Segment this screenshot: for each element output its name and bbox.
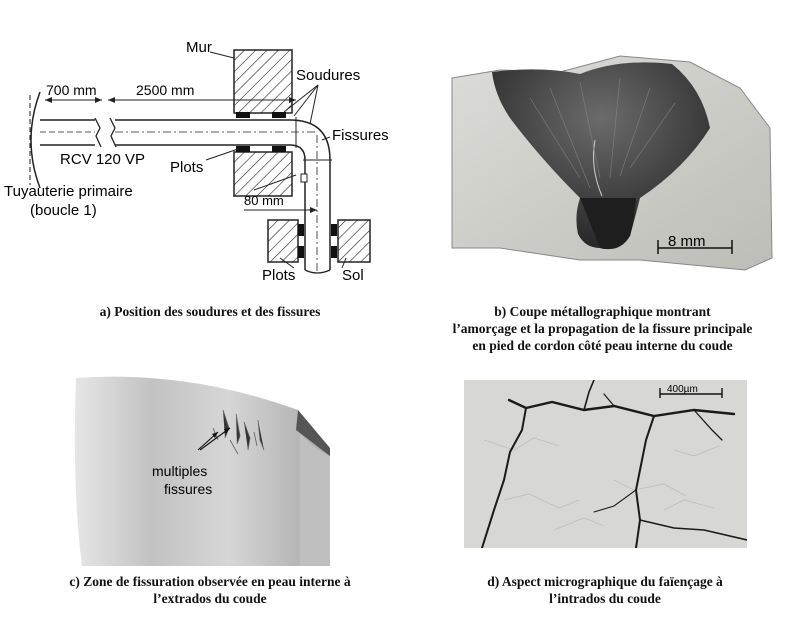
pipe-elbow-outer xyxy=(289,119,331,161)
pipe-elbow-inner xyxy=(289,144,306,161)
caption-b-line-3: en pied de cordon côté peau interne du c… xyxy=(472,338,733,353)
panel-c-inner-surface: multiples fissures xyxy=(68,370,360,566)
caption-c-line-2: l’extrados du coude xyxy=(153,591,267,606)
weld-position-diagram: Mur Soudures Fissures 700 mm 2500 mm RCV… xyxy=(4,39,389,284)
primary-pipe-dome xyxy=(30,91,41,189)
label-tuyauterie: Tuyauterie primaire xyxy=(4,183,133,200)
weld-bead xyxy=(492,62,710,250)
inner-surface-image: multiples fissures xyxy=(74,376,330,566)
wall-upper-block xyxy=(233,49,293,114)
panel-b-cross-section: 8 mm xyxy=(440,48,780,280)
panel-d-micrograph: 400µm xyxy=(464,379,748,549)
label-mur: Mur xyxy=(186,39,212,56)
caption-d-line-2: l’intrados du coude xyxy=(549,591,661,606)
floor-right-block xyxy=(337,219,371,263)
weld-cross-section-image: 8 mm xyxy=(451,55,773,271)
caption-d: d) Aspect micrographique du faïençage à … xyxy=(420,573,790,607)
annotation-line-2: fissures xyxy=(164,481,212,497)
label-soudures: Soudures xyxy=(296,67,360,84)
annotation-line-1: multiples xyxy=(152,463,207,479)
wall-lower-block xyxy=(233,151,293,197)
pipe-wall-dark xyxy=(296,410,330,456)
crack-network xyxy=(481,379,748,549)
scale-label-b: 8 mm xyxy=(668,233,706,250)
panel-a-diagram: Mur Soudures Fissures 700 mm 2500 mm RCV… xyxy=(0,0,410,290)
micrograph-image: 400µm xyxy=(464,379,748,549)
label-dim-700: 700 mm xyxy=(46,82,97,98)
label-plots-top: Plots xyxy=(170,159,203,176)
pipe-inner-surface xyxy=(74,376,330,566)
caption-b-line-2: l’amorçage et la propagation de la fissu… xyxy=(452,321,753,336)
caption-b-line-1: b) Coupe métallographique montrant xyxy=(494,304,711,319)
caption-c-line-1: c) Zone de fissuration observée en peau … xyxy=(69,574,351,589)
label-fissures: Fissures xyxy=(332,127,389,144)
caption-b: b) Coupe métallographique montrant l’amo… xyxy=(405,303,800,354)
label-plots-bottom: Plots xyxy=(262,267,295,284)
scale-label-d: 400µm xyxy=(667,384,698,395)
label-rcv: RCV 120 VP xyxy=(60,151,145,168)
label-boucle: (boucle 1) xyxy=(30,202,97,219)
label-dim-80: 80 mm xyxy=(244,193,284,208)
caption-a-line-1: a) Position des soudures et des fissures xyxy=(99,304,321,319)
floor-left-block xyxy=(267,219,299,263)
caption-a: a) Position des soudures et des fissures xyxy=(20,303,400,320)
label-sol: Sol xyxy=(342,267,364,284)
caption-d-line-1: d) Aspect micrographique du faïençage à xyxy=(487,574,723,589)
caption-c: c) Zone de fissuration observée en peau … xyxy=(20,573,400,607)
label-dim-2500: 2500 mm xyxy=(136,82,194,98)
